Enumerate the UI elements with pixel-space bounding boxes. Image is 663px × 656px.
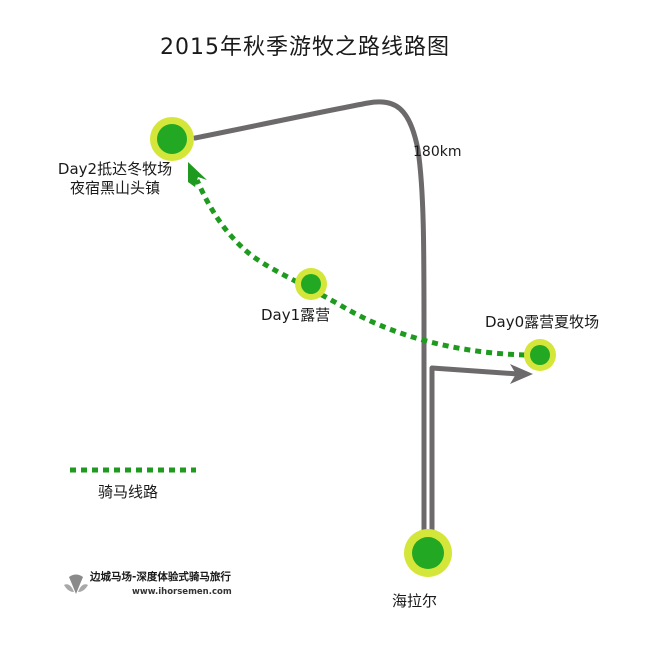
shell-logo-icon bbox=[64, 574, 88, 594]
label-day2-line1: Day2抵达冬牧场 bbox=[57, 160, 173, 178]
node-day0 bbox=[524, 339, 556, 371]
label-day2-line2: 夜宿黑山头镇 bbox=[69, 178, 160, 197]
node-hailar bbox=[404, 529, 452, 577]
footer-brand: 边城马场-深度体验式骑马旅行 bbox=[90, 571, 231, 583]
node-day2 bbox=[150, 117, 194, 161]
road-hailar-to-day0 bbox=[429, 365, 521, 548]
riding-route-arrowhead bbox=[188, 162, 207, 187]
road-hailar-to-day2 bbox=[192, 99, 427, 548]
road-arrowhead bbox=[510, 364, 533, 384]
label-day0: Day0露营夏牧场 bbox=[485, 313, 600, 331]
node-day1 bbox=[295, 268, 327, 300]
road-distance-label: 180km bbox=[413, 144, 462, 160]
page-title: 2015年秋季游牧之路线路图 bbox=[160, 35, 450, 60]
riding-route-path bbox=[194, 179, 526, 358]
legend-label: 骑马线路 bbox=[98, 483, 159, 501]
road-route bbox=[192, 99, 521, 548]
label-hailar: 海拉尔 bbox=[392, 592, 438, 610]
label-day2: Day2抵达冬牧场 夜宿黑山头镇 bbox=[35, 160, 195, 198]
footer-url: www.ihorsemen.com bbox=[132, 587, 232, 597]
label-day1: Day1露营 bbox=[261, 306, 331, 324]
